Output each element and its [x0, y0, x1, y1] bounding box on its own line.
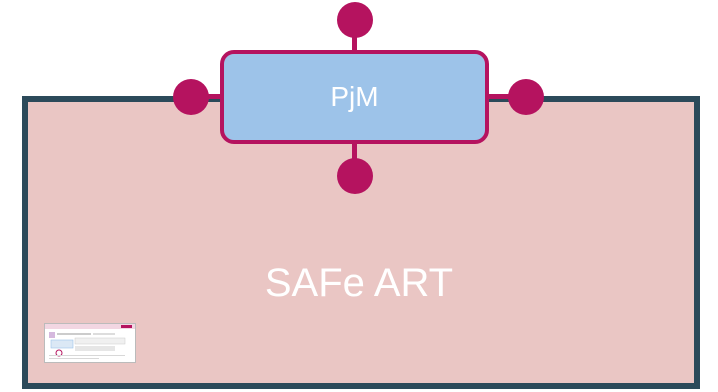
connector-top — [352, 25, 357, 52]
connector-right — [487, 94, 524, 99]
pjm-role-label: PjM — [330, 81, 379, 112]
connector-node-right — [508, 79, 544, 115]
safe-art-label: SAFe ART — [264, 261, 454, 305]
connector-node-top — [337, 2, 373, 38]
connector-node-left — [173, 79, 209, 115]
thumbnail-image — [45, 324, 135, 359]
slide-thumbnail[interactable] — [44, 323, 136, 363]
connector-node-bottom — [337, 158, 373, 194]
pjm-role-box: PjM — [220, 50, 489, 144]
